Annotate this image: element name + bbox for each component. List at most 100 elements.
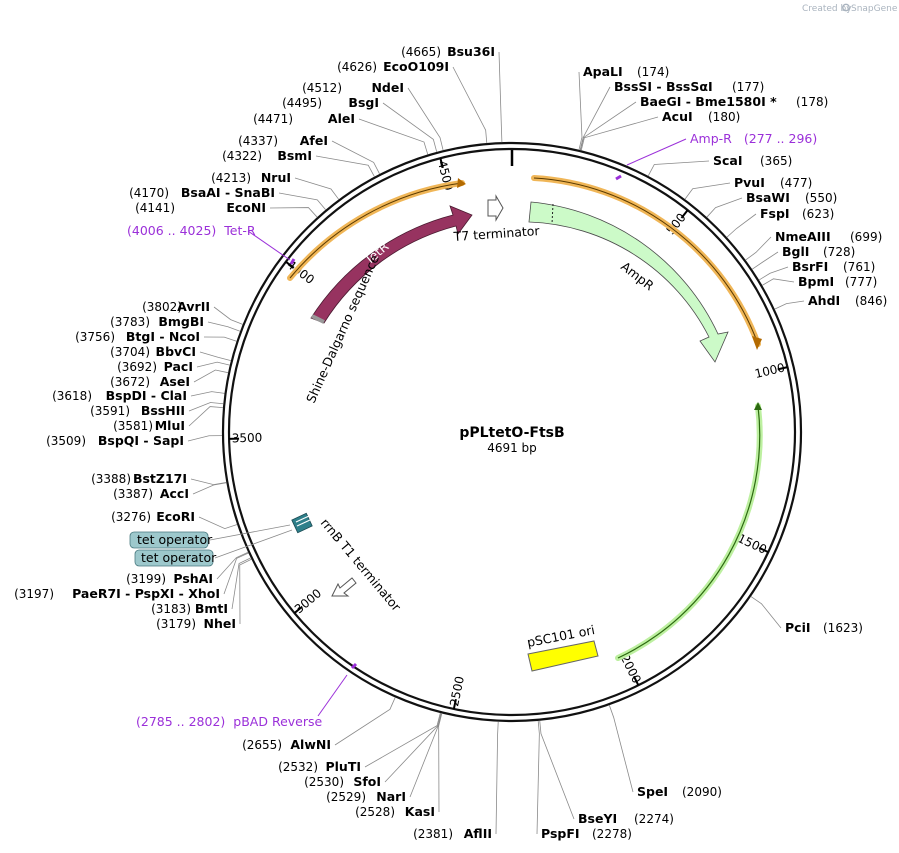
site-name: BtgI - NcoI — [126, 329, 200, 344]
restriction-site: BsaAI - SnaBI(4170) — [129, 185, 275, 200]
tet-operator-stripe — [295, 515, 310, 523]
restriction-site: AcuI(180) — [662, 109, 740, 124]
restriction-site: BglI (728) — [782, 244, 855, 259]
restriction-site: BspQI - SapI(3509) — [46, 433, 184, 448]
site-position: (4512) — [302, 81, 342, 95]
site-position: (550) — [805, 191, 837, 205]
backbone-inner — [227, 147, 797, 717]
site-leader-line — [407, 87, 444, 151]
site-name: NruI — [261, 170, 291, 185]
backbone-outer — [221, 141, 803, 723]
site-leader-line — [187, 435, 223, 442]
site-leader-line — [751, 251, 779, 270]
restriction-site: PvuI(477) — [734, 175, 812, 190]
site-name: SpeI — [637, 784, 668, 799]
site-position: (728) — [823, 245, 855, 259]
tet-operator-label: tet operator — [141, 550, 217, 565]
restriction-site: SfoI(2530) — [304, 774, 381, 789]
site-position: (4471) — [253, 112, 293, 126]
tet-operator-label: tet operator — [137, 532, 213, 547]
site-name: AvrII — [177, 299, 210, 314]
site-position: (365) — [760, 154, 792, 168]
site-position: (4322) — [222, 149, 262, 163]
restriction-site: BstZ17I(3388) — [91, 471, 187, 486]
green-feature-arc — [615, 403, 763, 661]
site-position: (2274) — [634, 812, 674, 826]
site-position: (4626) — [337, 60, 377, 74]
site-name: EcoNI — [226, 200, 266, 215]
restriction-site: PaeR7I - PspXI - XhoI(3197) — [14, 586, 220, 601]
site-name: AfeI — [300, 133, 328, 148]
tet-operator-pill — [134, 549, 214, 567]
site-name: BaeGI - Bme1580I * — [640, 94, 777, 109]
site-position: (3704) — [110, 345, 150, 359]
site-leader-line — [384, 713, 442, 783]
restriction-site: BsgI(4495) — [282, 95, 379, 110]
t7-terminator-icon — [487, 194, 504, 222]
site-name: KasI — [405, 804, 435, 819]
site-position: (3692) — [117, 360, 157, 374]
credit-text: Created by — [802, 4, 852, 14]
site-name: BsgI — [348, 95, 379, 110]
site-leader-line — [278, 192, 326, 211]
restriction-site: AfeI (4337) — [238, 133, 328, 148]
site-leader-line — [294, 177, 340, 200]
site-leader-line — [745, 236, 772, 261]
site-name: NheI — [204, 616, 237, 631]
site-position: (2655) — [242, 738, 282, 752]
tet-operator-block — [291, 512, 313, 534]
tet-operator-leader — [214, 529, 293, 559]
site-position: (3183) — [151, 602, 191, 616]
tet-operator-stripe — [296, 519, 311, 527]
site-labels: Bsu36I(4665)EcoO109I(4626)NdeI(4512)BsgI… — [14, 44, 887, 841]
site-name: BglI — [782, 244, 809, 259]
site-name: BspDI - ClaI — [106, 388, 187, 403]
site-leader-line — [726, 213, 757, 238]
site-leader-line — [647, 160, 710, 177]
site-name: BbvCI — [156, 344, 196, 359]
site-name: PshAI — [173, 571, 213, 586]
restriction-site: NdeI(4512) — [302, 80, 404, 95]
green-feature-core — [617, 405, 761, 659]
tick-mark — [777, 366, 788, 371]
restriction-site: BtgI - NcoI (3756) — [75, 329, 200, 344]
site-position: (3756) — [75, 330, 115, 344]
site-name: Bsu36I — [447, 44, 495, 59]
site-position: (3581) — [113, 419, 153, 433]
site-leader-line — [216, 551, 249, 580]
site-position: (3672) — [110, 375, 150, 389]
site-leader-line — [231, 557, 251, 610]
restriction-site: NmeAIII(699) — [775, 229, 882, 244]
restriction-site: SpeI(2090) — [637, 784, 722, 799]
snapgene-logo-icon — [842, 3, 850, 12]
tetr-feature — [310, 205, 473, 324]
site-name: BmtI — [195, 601, 228, 616]
restriction-site: AseI (3672) — [110, 374, 190, 389]
restriction-site: PluTI(2532) — [278, 759, 361, 774]
site-position: (1623) — [823, 621, 863, 635]
site-name: BsaAI - SnaBI — [181, 185, 275, 200]
restriction-site: AccI(3387) — [113, 486, 189, 501]
restriction-site: PacI(3692) — [117, 359, 193, 374]
restriction-site: AflII(2381) — [413, 826, 492, 841]
tet-r-arrow-icon — [457, 178, 466, 188]
site-name: NmeAIII — [775, 229, 831, 244]
site-name: AseI — [160, 374, 190, 389]
t7-terminator-label: T7 terminator — [452, 223, 541, 244]
restriction-site: BspDI - ClaI(3618) — [52, 388, 187, 403]
pbad-reverse-primer-label: (2785 .. 2802)pBAD Reverse — [136, 714, 322, 729]
site-position: (477) — [780, 176, 812, 190]
tick-label: 3000 — [292, 586, 324, 616]
tick-mark — [632, 675, 640, 686]
site-position: (4337) — [238, 134, 278, 148]
restriction-site: EcoO109I(4626) — [337, 59, 449, 74]
site-leader-line — [758, 266, 789, 281]
tick-label: 1000 — [753, 360, 786, 381]
site-position: (2530) — [304, 775, 344, 789]
restriction-site: ApaLI(174) — [583, 64, 669, 79]
restriction-site: AvrII(3802) — [142, 299, 210, 314]
rrnb-terminator-label: rrnB T1 terminator — [318, 515, 405, 614]
site-leader-line — [198, 516, 238, 530]
credit-brand: SnapGene — [851, 4, 898, 14]
